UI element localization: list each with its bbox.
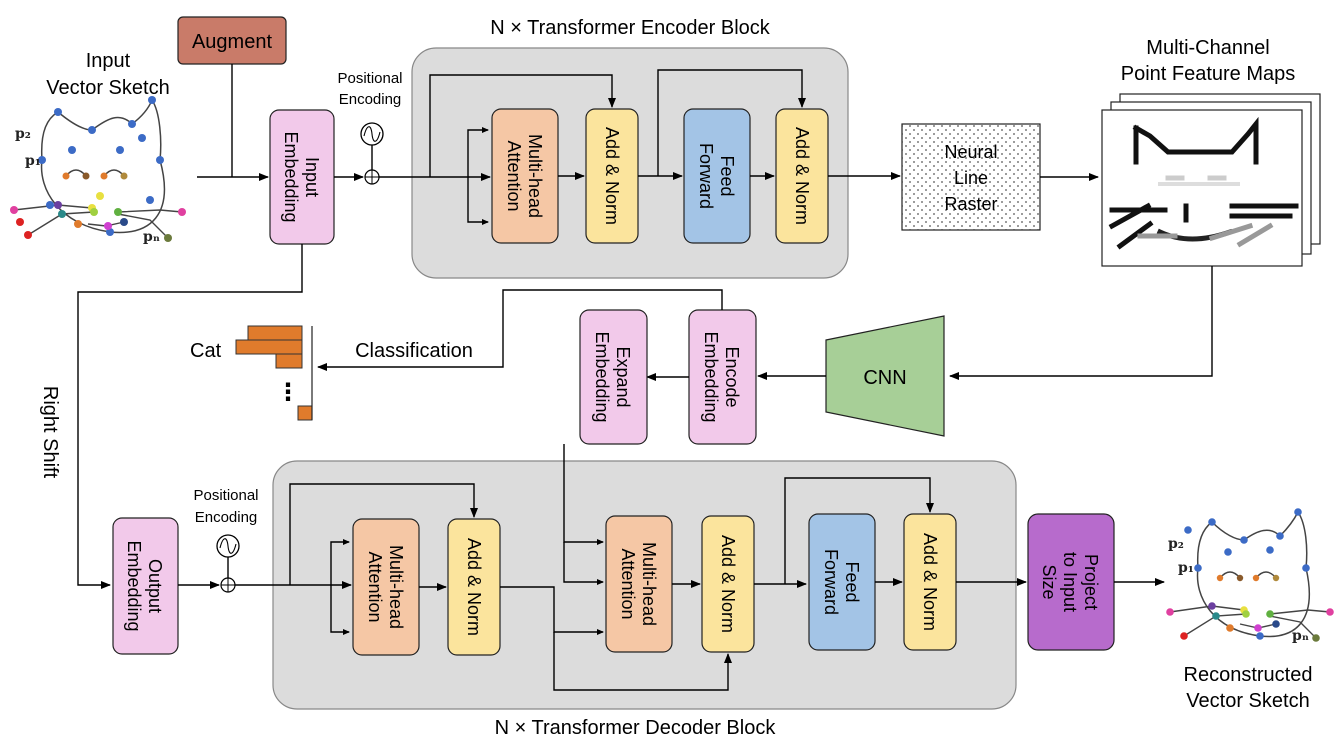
multi-head-attention-label: Attention xyxy=(504,140,524,211)
add-norm-label: Add & Norm xyxy=(464,538,484,636)
cnn-block xyxy=(825,315,945,437)
multi-head-attention-label: Multi-head xyxy=(525,134,545,218)
multi-head-attention-label: Multi-head xyxy=(639,542,659,626)
neural-line-raster-box xyxy=(901,123,1041,231)
project-label: Project xyxy=(1081,554,1101,610)
neural-line-raster-label: Neural xyxy=(944,142,997,162)
add-norm-label: Add & Norm xyxy=(792,127,812,225)
multi-head-attention-label: Multi-head xyxy=(386,545,406,629)
feature-maps-label: Multi-Channel xyxy=(1146,37,1269,59)
encode-embedding-label: Encode xyxy=(722,346,742,407)
input-embedding-label: Input xyxy=(302,157,322,197)
positional-encoding-label: Encoding xyxy=(339,91,402,108)
p1-label: p₁ xyxy=(25,153,41,169)
feature-map-image xyxy=(1101,109,1303,267)
multi-head-attention-label: Attention xyxy=(618,548,638,619)
cat-label: Cat xyxy=(190,340,222,362)
augment-label: Augment xyxy=(192,31,272,53)
decoder-feed-forward-box xyxy=(808,513,876,651)
encoder-block-title: N × Transformer Encoder Block xyxy=(490,17,771,39)
pixel-cat-image xyxy=(1108,116,1299,250)
expand-embedding-label: Expand xyxy=(613,346,633,407)
pn-label: pₙ xyxy=(1292,628,1309,644)
expand-embedding-box xyxy=(579,309,648,445)
encoder-feed-forward-box xyxy=(683,108,751,244)
multi-head-attention-label: Attention xyxy=(365,551,385,622)
input-sketch-label: Input xyxy=(86,50,131,72)
neural-line-raster-label: Line xyxy=(954,168,988,188)
decoder-block-title: N × Transformer Decoder Block xyxy=(495,717,777,739)
output-embedding-label: Output xyxy=(145,559,165,613)
neural-line-raster-label: Raster xyxy=(944,194,997,214)
right-shift-label: Right Shift xyxy=(39,386,61,479)
add-norm-label: Add & Norm xyxy=(920,533,940,631)
input-sketch-label: Vector Sketch xyxy=(46,77,169,99)
input-vector-sketch xyxy=(10,96,186,242)
classification-label: Classification xyxy=(355,340,473,362)
expand-embedding-label: Embedding xyxy=(592,331,612,422)
encoder-attention-box xyxy=(491,108,559,244)
feature-maps-label: Point Feature Maps xyxy=(1121,63,1296,85)
decoder-cross-attention-box xyxy=(605,515,673,653)
ellipsis-label: ⋮ xyxy=(276,378,300,406)
input-embedding-label: Embedding xyxy=(281,131,301,222)
project-label: Size xyxy=(1039,564,1059,599)
feed-forward-label: Forward xyxy=(696,143,716,209)
feed-forward-label: Feed xyxy=(842,561,862,602)
reconstructed-vector-sketch xyxy=(1166,508,1334,642)
reconstructed-label: Vector Sketch xyxy=(1186,690,1309,712)
add-norm-label: Add & Norm xyxy=(718,535,738,633)
positional-encoding-label: Positional xyxy=(337,70,402,87)
add-norm-label: Add & Norm xyxy=(602,127,622,225)
p1-label: p₁ xyxy=(1178,560,1194,576)
project-label: to Input xyxy=(1060,552,1080,612)
positional-encoding-label: Encoding xyxy=(195,509,258,526)
p2-label: p₂ xyxy=(1168,536,1184,552)
reconstructed-label: Reconstructed xyxy=(1184,664,1313,686)
feed-forward-label: Forward xyxy=(821,549,841,615)
output-embedding-label: Embedding xyxy=(124,540,144,631)
encode-embedding-label: Embedding xyxy=(701,331,721,422)
decoder-self-attention-box xyxy=(352,518,420,656)
positional-encoding-label: Positional xyxy=(193,487,258,504)
p2-label: p₂ xyxy=(15,126,31,142)
output-embedding-box xyxy=(112,517,179,655)
feed-forward-label: Feed xyxy=(717,155,737,196)
classification-bars xyxy=(235,325,313,421)
input-embedding-box xyxy=(269,109,335,245)
pn-label: pₙ xyxy=(143,229,160,245)
cnn-label: CNN xyxy=(863,367,906,389)
